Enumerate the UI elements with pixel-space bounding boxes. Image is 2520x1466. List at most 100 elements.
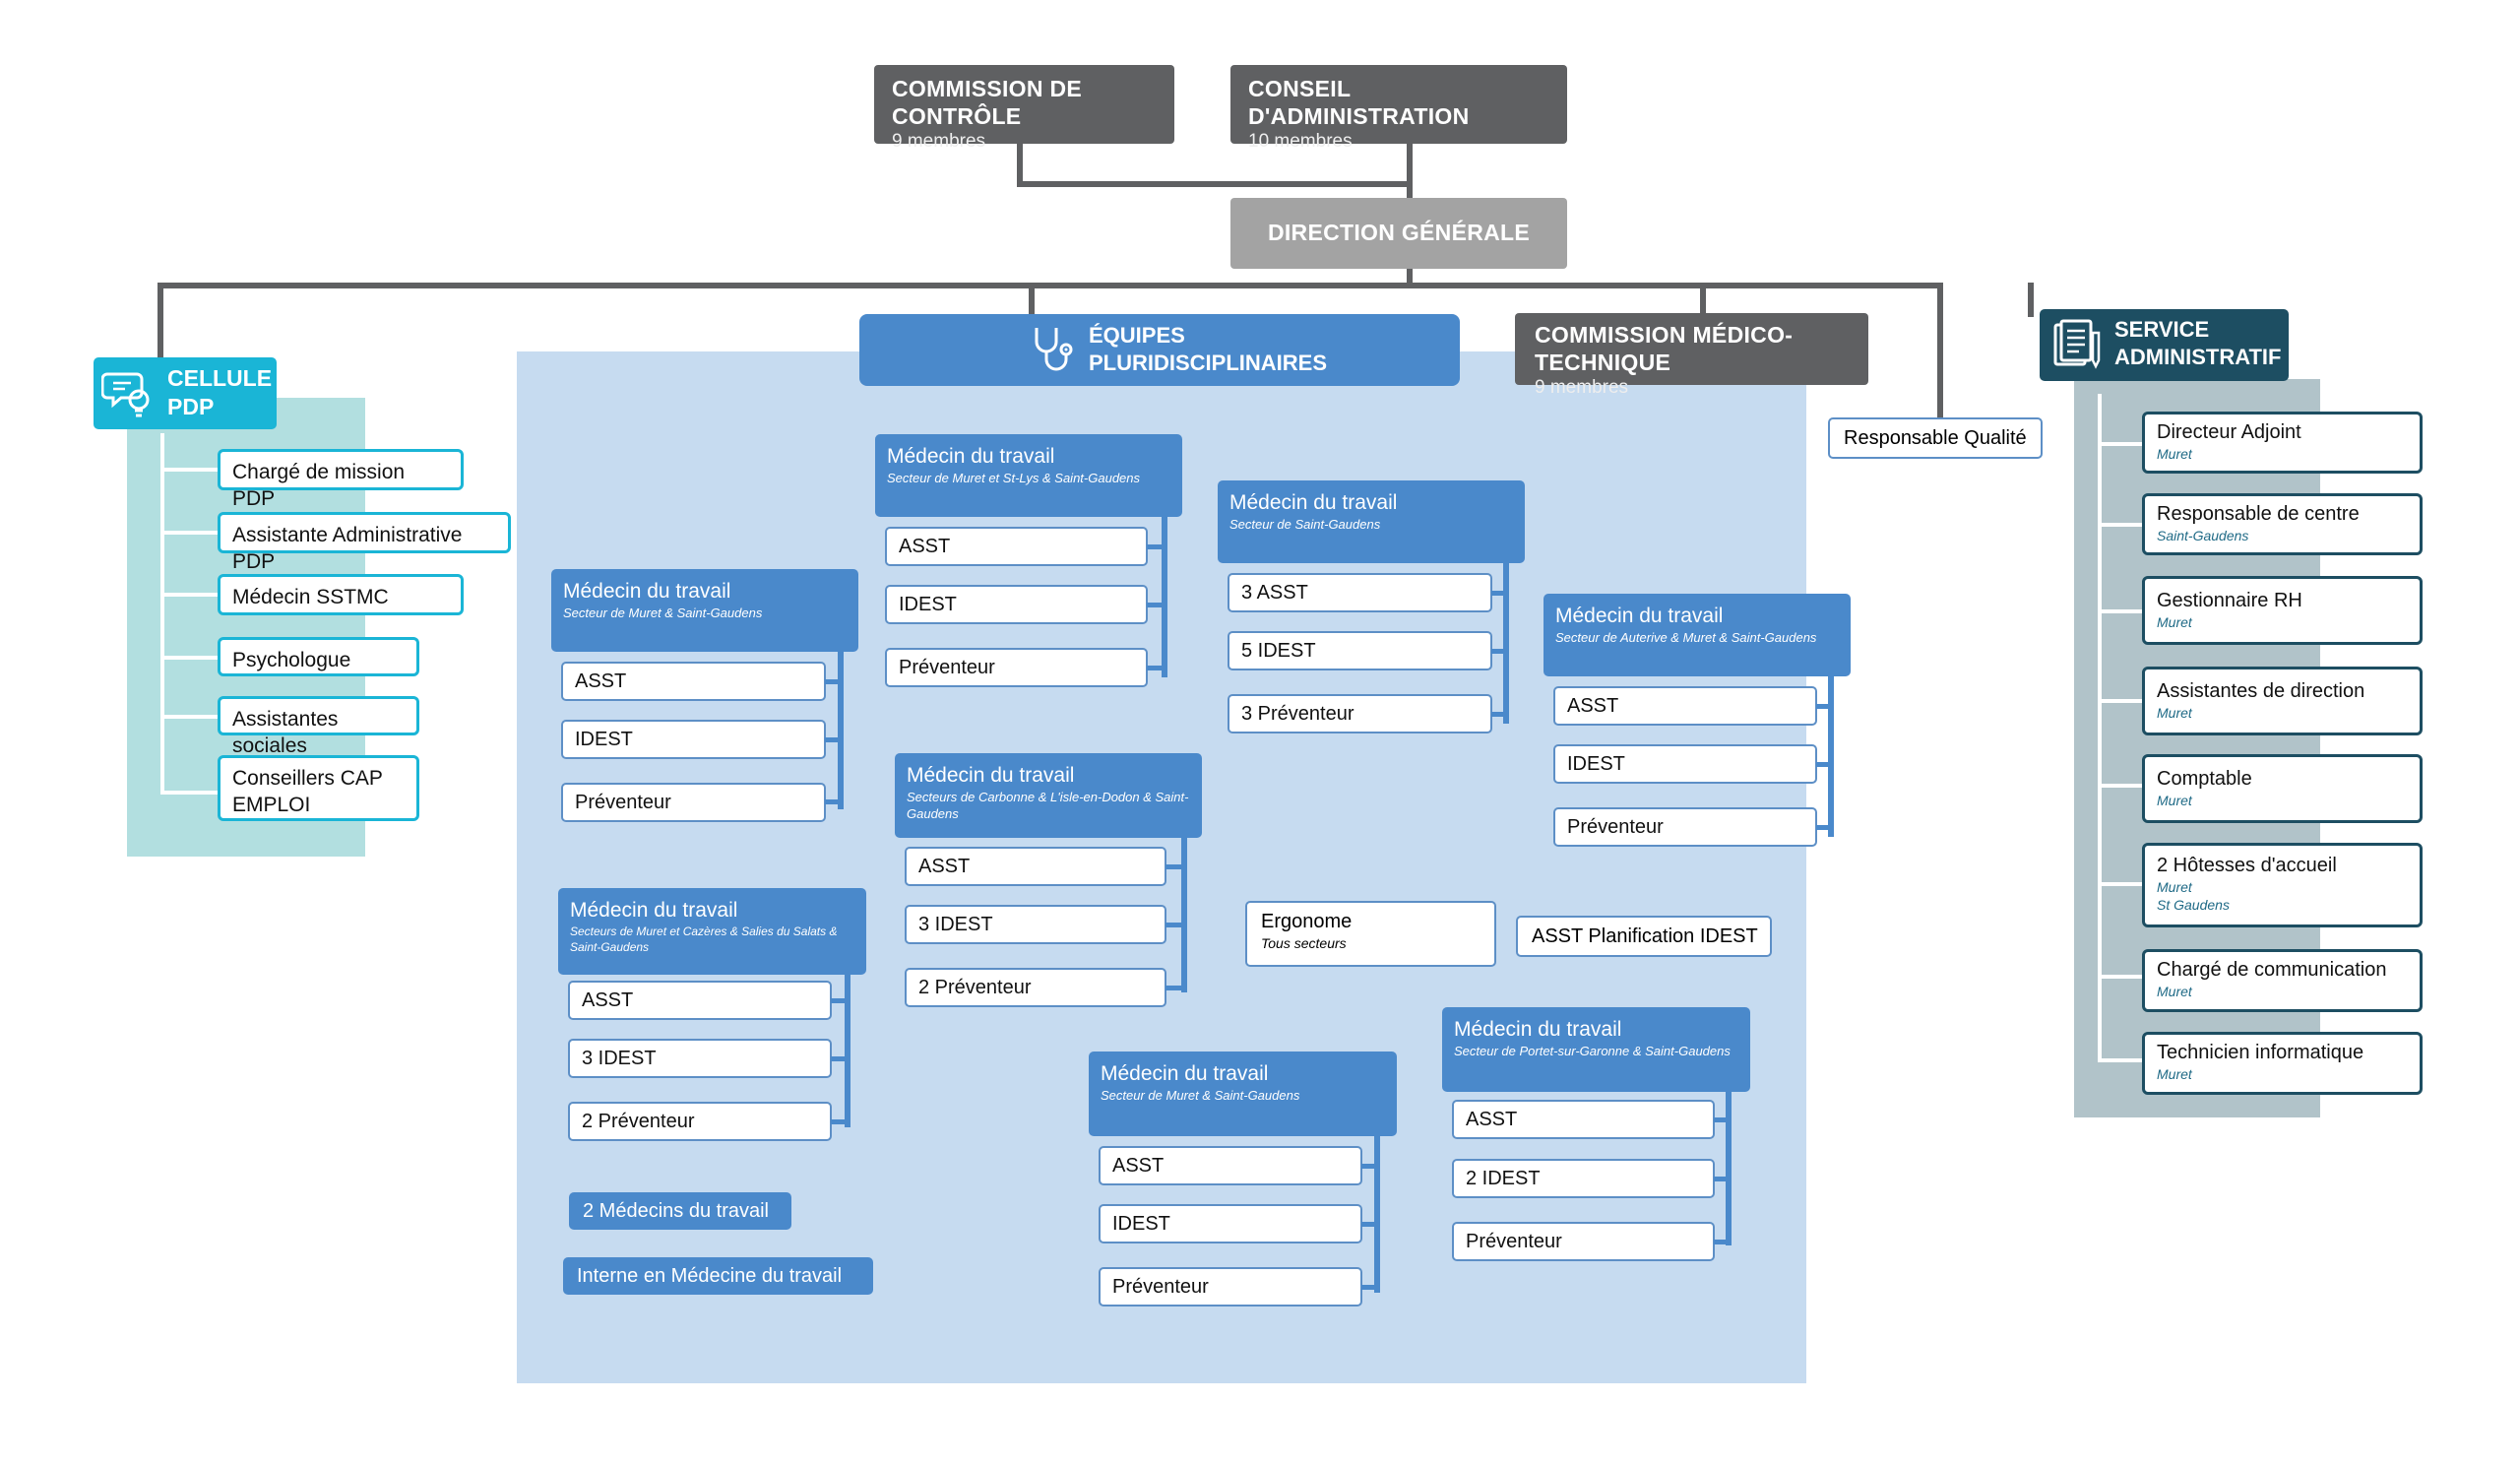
- medecin-title: Médecin du travail: [887, 445, 1055, 468]
- connector-line: [831, 1119, 848, 1124]
- team-member: Préventeur: [1553, 807, 1817, 847]
- connector-line: [1361, 1164, 1378, 1169]
- medecin-header: Médecin du travail Secteur de Saint-Gaud…: [1218, 480, 1525, 563]
- medecin-header: Médecin du travail Secteur de Muret & Sa…: [1089, 1052, 1397, 1136]
- team-member: 2 IDEST: [1452, 1159, 1715, 1198]
- team-member: IDEST: [561, 720, 826, 759]
- connector-line: [160, 433, 164, 794]
- connector-line: [1166, 986, 1183, 990]
- connector-line: [831, 1056, 848, 1061]
- connector-line: [1166, 923, 1183, 927]
- admin-item-location: Muret: [2157, 446, 2192, 462]
- team-member: ASST: [1553, 686, 1817, 726]
- connector-line: [1374, 1132, 1380, 1293]
- connector-line: [2098, 784, 2145, 788]
- admin-item-location: Muret: [2157, 984, 2192, 999]
- admin-item-location: Muret: [2157, 879, 2192, 895]
- connector-line: [1407, 143, 1413, 202]
- team-member: 3 Préventeur: [1228, 694, 1492, 733]
- admin-item-title: Directeur Adjoint: [2157, 421, 2301, 443]
- team-member: Préventeur: [1099, 1267, 1362, 1307]
- connector-line: [2098, 699, 2145, 703]
- connector-line: [1726, 1088, 1732, 1245]
- medecin-header: Médecin du travail Secteur de Portet-sur…: [1442, 1007, 1750, 1092]
- team-member: Préventeur: [885, 648, 1148, 687]
- connector-line: [1407, 266, 1413, 286]
- cellule-item: Assistante Administrative PDP: [218, 512, 511, 573]
- team-member: Préventeur: [1452, 1222, 1715, 1261]
- medecin-header: Médecin du travail Secteurs de Muret et …: [558, 888, 866, 975]
- team-member: 2 Préventeur: [568, 1102, 832, 1141]
- team-member: 3 IDEST: [568, 1039, 832, 1078]
- conseil-administration-box: CONSEIL D'ADMINISTRATION 10 membres: [1230, 65, 1567, 152]
- connector-line: [1361, 1222, 1378, 1227]
- cellule-item: Médecin SSTMC: [218, 574, 464, 615]
- connector-line: [825, 737, 841, 742]
- admin-item-title: Responsable de centre: [2157, 503, 2360, 525]
- admin-item: Chargé de communication Muret: [2142, 949, 2423, 1012]
- connector-line: [1029, 283, 1035, 317]
- team-member: IDEST: [1553, 744, 1817, 784]
- box-title: DIRECTION GÉNÉRALE: [1267, 220, 1531, 245]
- medecin-title: Médecin du travail: [563, 580, 731, 603]
- connector-line: [158, 283, 1943, 288]
- admin-item-location: Muret: [2157, 705, 2192, 721]
- admin-item-title: Assistantes de direction: [2157, 680, 2365, 702]
- admin-item-title: 2 Hôtesses d'accueil: [2157, 855, 2337, 876]
- connector-line: [1147, 603, 1165, 607]
- medecin-header: Médecin du travail Secteurs de Carbonne …: [895, 753, 1202, 838]
- team-member: ASST: [1099, 1146, 1362, 1185]
- connector-line: [1937, 283, 1943, 317]
- connector-line: [838, 650, 844, 809]
- admin-item: Assistantes de direction Muret: [2142, 667, 2423, 735]
- admin-item-title: Comptable: [2157, 768, 2252, 790]
- connector-line: [2028, 283, 2034, 317]
- connector-line: [1491, 712, 1507, 717]
- box-subtitle: 10 membres: [1248, 131, 1353, 152]
- cellule-header: CELLULE PDP: [94, 357, 277, 429]
- medecin-header: Médecin du travail Secteur de Muret et S…: [875, 434, 1182, 517]
- connector-line: [160, 593, 220, 597]
- medecin-header: Médecin du travail Secteur de Auterive &…: [1544, 594, 1851, 676]
- connector-line: [1828, 669, 1834, 837]
- medecin-sector: Secteur de Muret et St-Lys & Saint-Gaude…: [887, 471, 1141, 485]
- asst-planification-box: ASST Planification IDEST: [1516, 916, 1772, 957]
- cellule-item: Psychologue: [218, 637, 419, 676]
- medecin-title: Médecin du travail: [1454, 1018, 1622, 1041]
- team-member: ASST: [568, 981, 832, 1020]
- medecin-title: Médecin du travail: [907, 764, 1075, 787]
- connector-line: [1147, 666, 1165, 670]
- medecin-sector: Secteur de Muret & Saint-Gaudens: [563, 606, 763, 620]
- connector-line: [1816, 762, 1832, 767]
- connector-line: [825, 679, 841, 684]
- team-member: 3 ASST: [1228, 573, 1492, 612]
- interne-pill: Interne en Médecine du travail: [563, 1257, 873, 1295]
- team-member: Préventeur: [561, 783, 826, 822]
- service-admin-title-line1: SERVICE: [2114, 317, 2210, 342]
- connector-line: [160, 656, 220, 660]
- connector-line: [160, 715, 220, 719]
- team-member: 3 IDEST: [905, 905, 1166, 944]
- connector-line: [1714, 1240, 1730, 1244]
- cellule-item: Assistantes sociales: [218, 696, 419, 757]
- document-icon: [2053, 319, 2101, 369]
- box-subtitle: 9 membres: [1535, 377, 1629, 398]
- connector-line: [1714, 1177, 1730, 1181]
- connector-line: [1147, 544, 1165, 549]
- medecin-title: Médecin du travail: [570, 899, 738, 922]
- admin-item-location: St Gaudens: [2157, 897, 2230, 913]
- ergonome-sub: Tous secteurs: [1261, 935, 1347, 951]
- box-title: CONSEIL D'ADMINISTRATION: [1248, 76, 1470, 129]
- connector-line: [1361, 1285, 1378, 1290]
- team-member: ASST: [905, 847, 1166, 886]
- connector-line: [1700, 283, 1706, 317]
- medecin-title: Médecin du travail: [1555, 605, 1724, 627]
- connector-line: [825, 799, 841, 804]
- connector-line: [158, 283, 163, 361]
- medecin-header: Médecin du travail Secteur de Muret & Sa…: [551, 569, 858, 652]
- equipes-title-line1: ÉQUIPES: [1089, 323, 1185, 348]
- team-member: IDEST: [885, 585, 1148, 624]
- team-member: ASST: [1452, 1100, 1715, 1139]
- service-admin-header: SERVICE ADMINISTRATIF: [2040, 309, 2289, 381]
- connector-line: [2098, 1058, 2145, 1062]
